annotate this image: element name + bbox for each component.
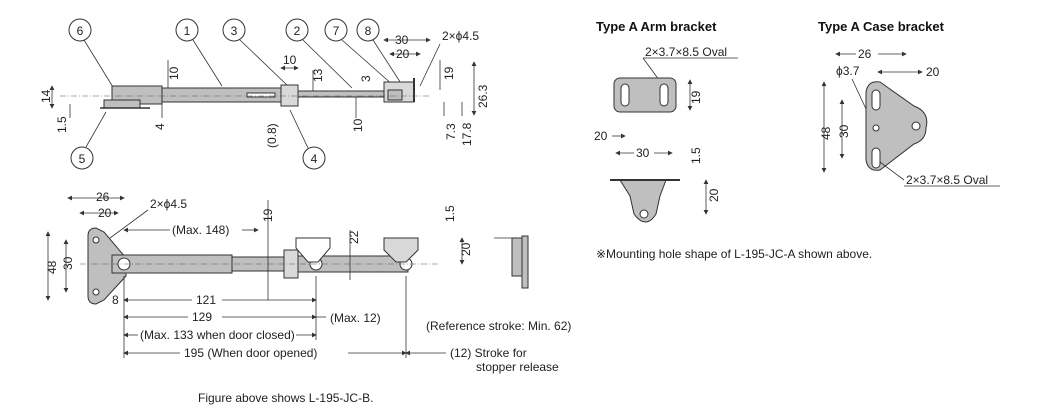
- svg-text:30: 30: [61, 256, 75, 270]
- svg-text:10: 10: [351, 118, 365, 132]
- svg-text:10: 10: [167, 66, 181, 80]
- svg-text:48: 48: [45, 260, 59, 274]
- svg-text:13: 13: [311, 68, 325, 82]
- svg-text:1.5: 1.5: [55, 116, 69, 133]
- svg-text:2×3.7×8.5 Oval: 2×3.7×8.5 Oval: [906, 173, 988, 187]
- svg-text:30: 30: [837, 124, 851, 138]
- svg-text:stopper release: stopper release: [476, 360, 559, 374]
- svg-text:26: 26: [858, 47, 872, 61]
- svg-text:195 (When door opened): 195 (When door opened): [184, 346, 317, 360]
- svg-text:26: 26: [96, 190, 110, 204]
- svg-text:3: 3: [359, 75, 373, 82]
- svg-text:7.3: 7.3: [444, 123, 458, 140]
- svg-text:(12) Stroke for: (12) Stroke for: [450, 346, 527, 360]
- arm-bracket-title: Type A Arm bracket: [596, 19, 717, 34]
- svg-text:1: 1: [184, 24, 191, 38]
- svg-text:2×ϕ4.5: 2×ϕ4.5: [442, 29, 479, 43]
- svg-text:14: 14: [39, 89, 53, 103]
- svg-text:3: 3: [231, 24, 238, 38]
- svg-text:6: 6: [77, 24, 84, 38]
- callout-6: 6: [68, 18, 117, 93]
- svg-text:48: 48: [819, 126, 833, 140]
- svg-text:(Max. 12): (Max. 12): [330, 311, 381, 325]
- svg-text:19: 19: [689, 90, 703, 104]
- svg-text:22: 22: [347, 230, 361, 244]
- case-bracket: Type A Case bracket 26 ϕ3.7 20 48 30 2×3…: [818, 19, 1000, 187]
- svg-text:(Reference stroke: Min. 62): (Reference stroke: Min. 62): [426, 319, 571, 333]
- callout-1: 1: [175, 18, 223, 87]
- figure-caption: Figure above shows L-195-JC-B.: [198, 391, 373, 405]
- svg-text:7: 7: [333, 24, 340, 38]
- svg-text:20: 20: [459, 242, 473, 256]
- callout-5: 5: [70, 111, 107, 170]
- svg-text:20: 20: [707, 188, 721, 202]
- svg-text:ϕ3.7: ϕ3.7: [836, 64, 860, 78]
- svg-text:10: 10: [283, 53, 297, 67]
- callout-3: 3: [222, 18, 289, 87]
- svg-text:8: 8: [112, 293, 119, 307]
- side-view: 6 1 3 2 7 8 5: [39, 18, 490, 170]
- svg-text:4: 4: [311, 152, 318, 166]
- callout-7: 7: [324, 18, 395, 87]
- arm-bracket: Type A Arm bracket 2×3.7×8.5 Oval 19 20 …: [594, 19, 738, 223]
- svg-text:26.3: 26.3: [476, 84, 490, 108]
- svg-text:2×3.7×8.5 Oval: 2×3.7×8.5 Oval: [645, 45, 727, 59]
- svg-text:2×ϕ4.5: 2×ϕ4.5: [150, 197, 187, 211]
- svg-text:1.5: 1.5: [689, 147, 703, 164]
- svg-text:4: 4: [153, 123, 167, 130]
- svg-text:17.8: 17.8: [460, 122, 474, 146]
- svg-text:19: 19: [442, 66, 456, 80]
- svg-text:121: 121: [196, 293, 216, 307]
- svg-text:20: 20: [926, 65, 940, 79]
- svg-text:(Max. 133 when door closed): (Max. 133 when door closed): [140, 328, 295, 342]
- callout-2: 2: [285, 18, 353, 89]
- svg-text:20: 20: [594, 129, 608, 143]
- svg-text:1.5: 1.5: [443, 205, 457, 222]
- svg-text:2: 2: [294, 24, 301, 38]
- svg-text:(0.8): (0.8): [265, 123, 279, 148]
- svg-text:129: 129: [192, 310, 212, 324]
- plan-view: 26 20 2×ϕ4.5 (Max. 148) 19 22 48 30 8 12…: [45, 190, 571, 374]
- case-bracket-title: Type A Case bracket: [818, 19, 945, 34]
- svg-text:(Max. 148): (Max. 148): [172, 223, 229, 237]
- svg-text:5: 5: [79, 152, 86, 166]
- svg-text:8: 8: [365, 24, 372, 38]
- callout-8: 8: [356, 18, 405, 89]
- callout-4: 4: [289, 109, 326, 170]
- svg-text:30: 30: [636, 146, 650, 160]
- mounting-note: ※Mounting hole shape of L-195-JC-A shown…: [596, 247, 872, 261]
